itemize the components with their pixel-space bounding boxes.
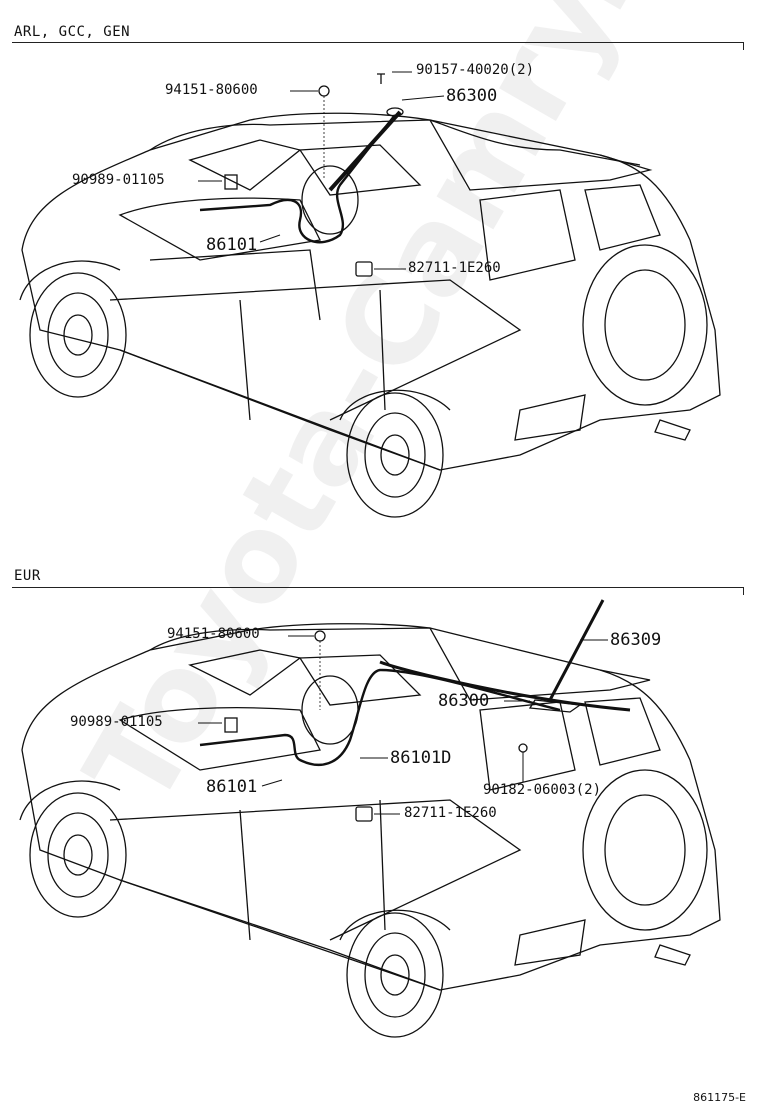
section-rule-end [743, 42, 744, 50]
section-rule-end [743, 587, 744, 595]
section-rule [12, 587, 744, 588]
part-number-86101: 86101 [206, 777, 258, 797]
part-number-86300: 86300 [446, 86, 498, 106]
part-number-90157-40020: 90157-40020(2) [416, 62, 535, 78]
section-rule [12, 42, 744, 43]
section-title: ARL, GCC, GEN [14, 24, 131, 40]
part-number-86309: 86309 [610, 630, 662, 650]
vehicle-illustration [19, 599, 721, 1038]
section-arl-gcc-gen: ARL, GCC, GEN [0, 0, 760, 550]
part-number-90989-01105: 90989-01105 [70, 714, 163, 730]
part-number-86300: 86300 [438, 691, 490, 711]
part-number-82711-1e260: 82711-1E260 [408, 260, 501, 276]
section-title: EUR [14, 568, 41, 584]
part-number-90182-06003: 90182-06003(2) [483, 782, 602, 798]
part-number-90989-01105: 90989-01105 [72, 172, 165, 188]
part-number-82711-1e260: 82711-1E260 [404, 805, 497, 821]
part-number-86101d: 86101D [390, 748, 452, 768]
vehicle-illustration [19, 71, 721, 518]
part-number-94151-80600: 94151-80600 [165, 82, 258, 98]
part-number-94151-80600: 94151-80600 [167, 626, 260, 642]
section-eur: EUR [0, 560, 760, 1080]
part-number-86101: 86101 [206, 235, 258, 255]
diagram-code: 861175-E [693, 1091, 746, 1104]
